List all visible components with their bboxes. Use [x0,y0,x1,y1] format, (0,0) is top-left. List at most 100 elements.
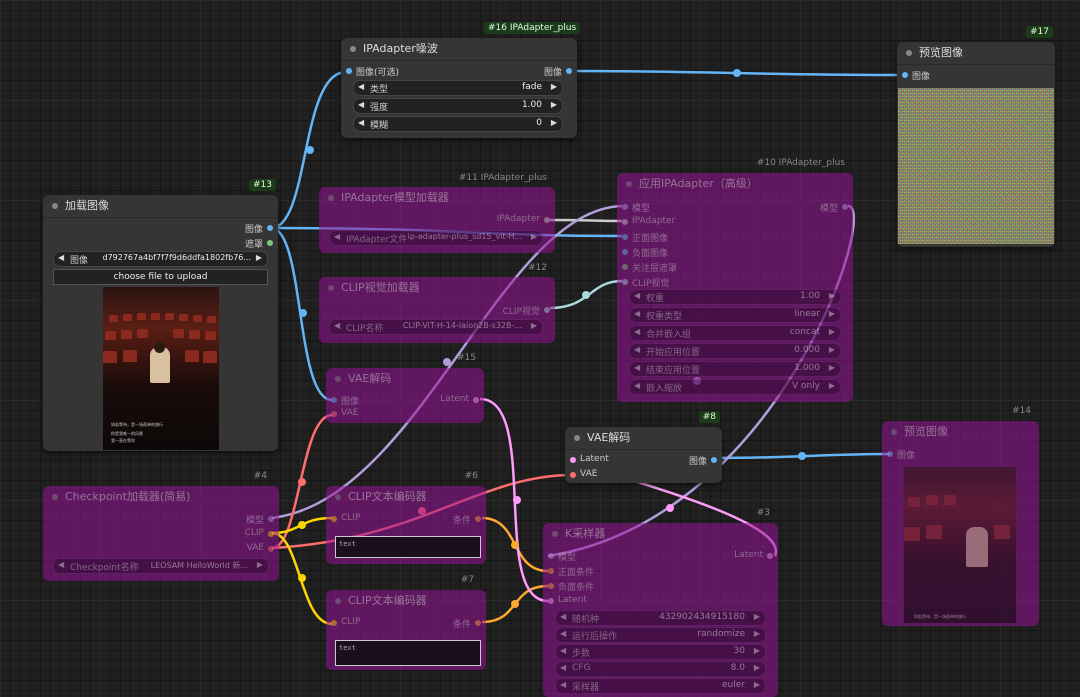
node-clip-text-encode-7[interactable]: #7 CLIP文本编码器 CLIP 条件 text [326,575,486,670]
arrow-right-icon[interactable]: ▶ [828,345,835,354]
output-clip[interactable]: CLIP [245,528,276,538]
arrow-right-icon[interactable]: ▶ [828,327,835,336]
output-ipadapter[interactable]: IPAdapter [497,214,552,224]
arrow-left-icon[interactable]: ◀ [334,321,341,330]
arrow-right-icon[interactable]: ▶ [828,381,835,390]
input-ipadapter[interactable]: IPAdapter [620,216,675,226]
output-socket[interactable] [267,225,273,231]
node-title[interactable]: IPAdapter噪波 [341,38,577,61]
output-vae[interactable]: VAE [247,543,276,553]
input-latent[interactable]: Latent [546,595,587,605]
input-socket[interactable] [902,72,908,78]
input-socket[interactable] [622,204,628,210]
input-socket[interactable] [548,583,554,589]
input-model[interactable]: 模型 [620,201,650,214]
output-socket[interactable] [267,240,273,246]
arrow-right-icon[interactable]: ▶ [753,612,760,621]
arrow-left-icon[interactable]: ◀ [634,291,641,300]
output-latent[interactable]: Latent [440,394,481,404]
input-socket[interactable] [570,457,576,463]
input-image[interactable]: 图像 [885,448,915,461]
output-model[interactable]: 模型 [246,513,276,526]
node-title[interactable]: CLIP文本编码器 [326,486,486,508]
output-mask[interactable]: 遮罩 [245,237,275,250]
output-socket[interactable] [268,516,274,522]
arrow-right-icon[interactable]: ▶ [753,646,760,655]
node-apply-ipadapter-advanced[interactable]: #10 IPAdapter_plus 应用IPAdapter（高级） 模型 IP… [617,158,853,402]
arrow-left-icon[interactable]: ◀ [560,663,567,672]
arrow-left-icon[interactable]: ◀ [58,253,65,262]
output-socket[interactable] [544,217,550,223]
node-preview-image-14[interactable]: #14 预览图像 图像 如若等待，是一场孤单的旅行 [882,406,1039,626]
output-socket[interactable] [268,546,274,552]
arrow-right-icon[interactable]: ▶ [753,680,760,689]
input-socket[interactable] [622,249,628,255]
arrow-left-icon[interactable]: ◀ [358,118,365,127]
node-preview-image-17[interactable]: #17 预览图像 图像 [897,26,1055,247]
input-socket[interactable] [548,598,554,604]
input-positive-image[interactable]: 正面图像 [620,231,668,244]
arrow-left-icon[interactable]: ◀ [358,100,365,109]
output-socket[interactable] [475,620,481,626]
input-socket[interactable] [622,219,628,225]
arrow-left-icon[interactable]: ◀ [634,327,641,336]
output-clip-vision[interactable]: CLIP视觉 [503,304,552,317]
arrow-left-icon[interactable]: ◀ [560,612,567,621]
arrow-right-icon[interactable]: ▶ [255,253,262,262]
input-socket[interactable] [331,411,337,417]
arrow-left-icon[interactable]: ◀ [58,560,65,569]
prompt-textarea[interactable]: text [335,536,481,558]
input-clip-vision[interactable]: CLIP视觉 [620,276,669,289]
node-title[interactable]: VAE解码 [565,427,722,450]
arrow-left-icon[interactable]: ◀ [358,82,365,91]
node-clip-text-encode-6[interactable]: #6 CLIP文本编码器 CLIP 条件 text [326,471,486,564]
input-attn-mask[interactable]: 关注层遮罩 [620,261,677,274]
arrow-left-icon[interactable]: ◀ [560,629,567,638]
output-socket[interactable] [842,204,848,210]
output-socket[interactable] [475,516,481,522]
node-ipadapter-model-loader[interactable]: #11 IPAdapter_plus IPAdapter模型加载器 IPAdap… [319,173,555,253]
output-socket[interactable] [767,553,773,559]
input-model[interactable]: 模型 [546,550,576,563]
input-image-optional[interactable]: 图像(可选) [344,65,399,78]
node-title[interactable]: 加载图像 [43,195,278,218]
input-socket[interactable] [346,68,352,74]
output-conditioning[interactable]: 条件 [453,617,483,630]
input-socket[interactable] [570,472,576,478]
output-socket[interactable] [711,457,717,463]
input-positive[interactable]: 正面条件 [546,565,594,578]
input-vae[interactable]: VAE [329,408,358,418]
arrow-right-icon[interactable]: ▶ [550,118,557,127]
node-vae-decode-15[interactable]: #15 VAE解码 图像 VAE Latent [326,353,484,423]
node-title[interactable]: 应用IPAdapter（高级） [617,173,853,195]
input-socket[interactable] [548,553,554,559]
arrow-right-icon[interactable]: ▶ [828,363,835,372]
input-socket[interactable] [622,264,628,270]
arrow-left-icon[interactable]: ◀ [560,646,567,655]
node-title[interactable]: Checkpoint加载器(简易) [43,486,279,508]
node-title[interactable]: VAE解码 [326,368,484,390]
arrow-right-icon[interactable]: ▶ [550,100,557,109]
input-socket[interactable] [331,397,337,403]
output-model[interactable]: 模型 [820,201,850,214]
arrow-right-icon[interactable]: ▶ [530,232,537,241]
node-title[interactable]: 预览图像 [897,42,1055,65]
output-socket[interactable] [268,531,274,537]
arrow-right-icon[interactable]: ▶ [256,560,263,569]
input-image[interactable]: 图像 [329,394,359,407]
